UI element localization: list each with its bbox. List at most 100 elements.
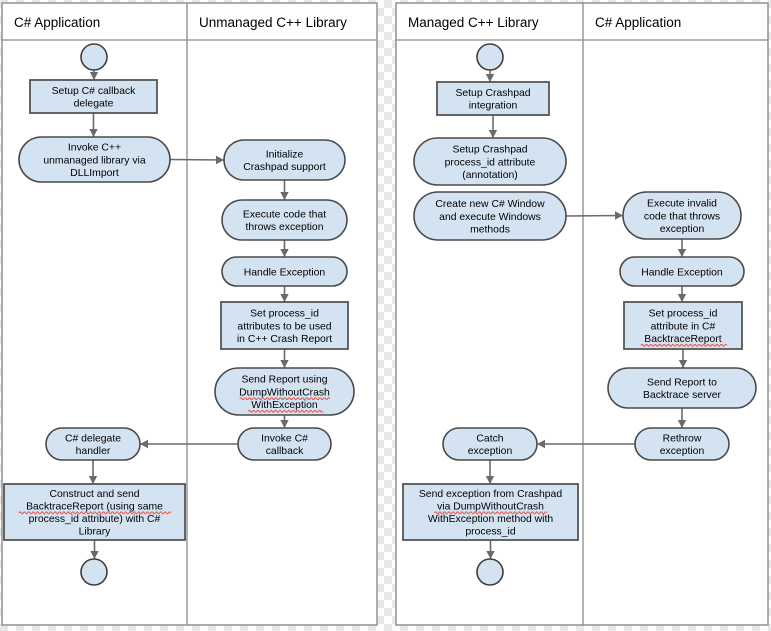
flow-execute-to-handle-head bbox=[280, 249, 289, 257]
send-report-to-backtrace-server-label-line-1: Backtrace server bbox=[643, 390, 721, 401]
invoke-csharp-callback-label-line-0: Invoke C# bbox=[261, 434, 308, 445]
start-node-shape[interactable] bbox=[476, 43, 504, 71]
send-report-dumpwithoutcrash-shape[interactable] bbox=[214, 367, 355, 416]
csharp-delegate-handler-label-line-0: C# delegate bbox=[65, 434, 121, 445]
execute-code-that-throws-exception-label-line-0: Execute code that bbox=[243, 210, 326, 221]
set-process-id-attribute-csharp-backtracereport-shape[interactable] bbox=[623, 301, 743, 350]
set-process-id-attribute-csharp-backtracereport-spellcheck-underline-2 bbox=[640, 343, 728, 347]
flow-setup-to-invoke-head bbox=[89, 129, 98, 137]
lane-header-lane-r2: C# Application bbox=[595, 15, 681, 30]
create-csharp-window-execute-methods-label-line-0: Create new C# Window bbox=[435, 199, 545, 210]
rethrow-exception-label-line-1: exception bbox=[660, 446, 705, 457]
rethrow-exception-shape[interactable] bbox=[634, 427, 730, 461]
set-process-id-attribute-csharp-backtracereport-label-line-0: Set process_id bbox=[649, 309, 718, 320]
lane-header-lane-l1: C# Application bbox=[14, 15, 100, 30]
handle-exception-shape[interactable] bbox=[221, 256, 348, 287]
create-csharp-window-execute-methods-shape[interactable] bbox=[413, 191, 567, 241]
unmanaged-cpp-flow: C# Application Unmanaged C++ LibrarySetup… bbox=[1, 2, 378, 626]
execute-invalid-code-throws-exception-label-line-0: Execute invalid bbox=[647, 199, 717, 210]
set-process-id-attributes-cpp-shape[interactable] bbox=[220, 301, 349, 350]
flow-invoke-to-initialize-head bbox=[216, 155, 224, 165]
lane-header-lane-l2: Unmanaged C++ Library bbox=[199, 15, 347, 30]
setup-csharp-callback-delegate[interactable]: Setup C# callback delegate bbox=[29, 79, 158, 114]
setup-csharp-callback-delegate-shape[interactable] bbox=[29, 79, 158, 114]
invoke-csharp-callback-shape[interactable] bbox=[237, 427, 332, 461]
handle-exception[interactable]: Handle Exception bbox=[619, 256, 745, 287]
send-exception-from-crashpad-label-line-3: process_id bbox=[465, 527, 515, 538]
catch-exception-label-line-1: exception bbox=[468, 446, 513, 457]
execute-code-that-throws-exception-shape[interactable] bbox=[221, 199, 348, 241]
construct-send-backtracereport-label-line-0: Construct and send bbox=[49, 489, 139, 500]
send-report-to-backtrace-server-shape[interactable] bbox=[607, 367, 757, 409]
send-report-dumpwithoutcrash-label-line-1: DumpWithoutCrash bbox=[239, 387, 330, 398]
end-node-shape[interactable] bbox=[476, 558, 504, 586]
construct-send-backtracereport-label-line-2: process_id attribute) with C# bbox=[29, 514, 161, 525]
set-process-id-attribute-csharp-backtracereport-label-line-1: attribute in C# bbox=[651, 321, 716, 332]
start-node[interactable] bbox=[476, 43, 504, 71]
create-csharp-window-execute-methods-label-line-1: and execute Windows bbox=[439, 212, 541, 223]
construct-send-backtracereport-label-line-1: BacktraceReport (using same bbox=[26, 502, 163, 513]
flow-execute-to-handle-head bbox=[677, 249, 687, 257]
initialize-crashpad-support-shape[interactable] bbox=[223, 139, 346, 181]
initialize-crashpad-support-label-line-1: Crashpad support bbox=[243, 162, 326, 173]
catch-exception-shape[interactable] bbox=[442, 427, 538, 461]
flow-start-to-setup-head bbox=[89, 72, 99, 80]
end-node[interactable] bbox=[80, 558, 108, 586]
invoke-cpp-unmanaged-library-shape[interactable] bbox=[18, 136, 171, 183]
flow-setprocessid-to-sendreport-head bbox=[678, 360, 688, 368]
setup-crashpad-integration-shape[interactable] bbox=[436, 81, 550, 116]
flow-start-to-setup-head bbox=[485, 74, 495, 82]
flow-sendreport-to-rethrow-head bbox=[677, 420, 687, 428]
handle-exception[interactable]: Handle Exception bbox=[221, 256, 348, 287]
end-node-shape[interactable] bbox=[80, 558, 108, 586]
csharp-delegate-handler-shape[interactable] bbox=[45, 427, 141, 461]
flow-delegate-to-construct-head bbox=[88, 476, 98, 484]
flow-invokecallback-to-delegate-head bbox=[140, 439, 148, 449]
send-report-dumpwithoutcrash-spellcheck-underline-2 bbox=[247, 409, 324, 413]
setup-crashpad-process-id-attribute-shape[interactable] bbox=[413, 137, 567, 186]
flow-construct-to-end-head bbox=[90, 551, 99, 559]
create-csharp-window-execute-methods[interactable]: Create new C# Window and execute Windowsm… bbox=[413, 191, 567, 241]
setup-csharp-callback-delegate-label-line-0: Setup C# callback bbox=[52, 86, 137, 97]
catch-exception-label-line-0: Catch bbox=[476, 434, 503, 445]
start-node[interactable] bbox=[80, 43, 108, 71]
flow-createwindow-to-execute-head bbox=[615, 211, 623, 220]
send-exception-from-crashpad-spellcheck-underline-1 bbox=[434, 511, 548, 515]
setup-crashpad-process-id-attribute-label-line-0: Setup Crashpad bbox=[452, 145, 527, 156]
send-report-dumpwithoutcrash[interactable]: Send Report usingDumpWithoutCrashWithExc… bbox=[214, 367, 355, 416]
flow-handle-to-setprocessid-head bbox=[280, 294, 289, 302]
send-exception-from-crashpad-label-line-2: WithException method with bbox=[428, 514, 554, 525]
handle-exception-label-line-0: Handle Exception bbox=[244, 267, 326, 278]
create-csharp-window-execute-methods-label-line-2: methods bbox=[470, 224, 510, 235]
start-node-shape[interactable] bbox=[80, 43, 108, 71]
end-node[interactable] bbox=[476, 558, 504, 586]
setup-csharp-callback-delegate-label-line-1: delegate bbox=[74, 99, 114, 110]
invoke-cpp-unmanaged-library-label-line-2: DLLImport bbox=[70, 168, 119, 179]
invoke-csharp-callback[interactable]: Invoke C#callback bbox=[237, 427, 332, 461]
send-report-dumpwithoutcrash-spellcheck-underline-1 bbox=[239, 397, 331, 401]
construct-send-backtracereport-spellcheck-underline-1 bbox=[18, 511, 172, 515]
send-exception-from-crashpad-shape[interactable] bbox=[402, 483, 579, 541]
execute-invalid-code-throws-exception-label-line-2: exception bbox=[660, 224, 705, 235]
execute-invalid-code-throws-exception-shape[interactable] bbox=[622, 191, 742, 240]
handle-exception-shape[interactable] bbox=[619, 256, 745, 287]
set-process-id-attributes-cpp-label-line-0: Set process_id bbox=[250, 309, 319, 320]
execute-code-that-throws-exception-label-line-1: throws exception bbox=[246, 222, 324, 233]
